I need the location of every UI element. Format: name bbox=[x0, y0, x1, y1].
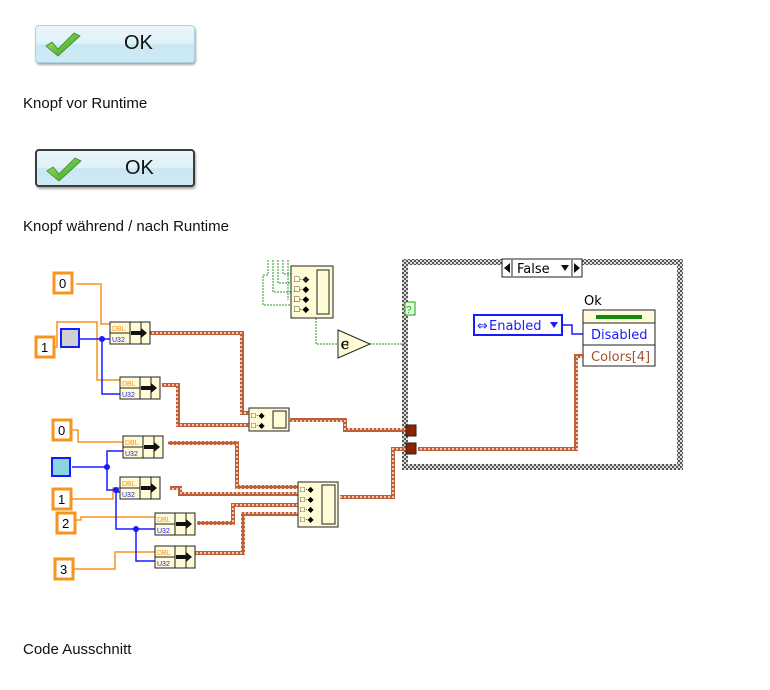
tunnel bbox=[405, 424, 417, 437]
property-node[interactable]: Ok Disabled Colors[4] bbox=[582, 294, 656, 367]
svg-text:3: 3 bbox=[60, 562, 67, 577]
case-selector-terminal: ? bbox=[404, 301, 416, 316]
to-color-conversion-node[interactable]: DBL U32 bbox=[122, 435, 164, 459]
svg-text:0: 0 bbox=[59, 276, 66, 291]
to-color-conversion-node[interactable]: DBL U32 bbox=[119, 376, 161, 400]
svg-text:□·◆: □·◆ bbox=[294, 274, 309, 284]
cluster-wires bbox=[150, 331, 584, 555]
svg-text:U32: U32 bbox=[125, 451, 138, 458]
svg-text:DBL: DBL bbox=[122, 481, 136, 488]
boolean-array-to-number-node[interactable]: Ⲉ bbox=[337, 329, 372, 359]
ok-label: OK bbox=[124, 32, 153, 54]
chevron-down-icon bbox=[561, 265, 569, 271]
svg-text:?: ? bbox=[406, 305, 412, 316]
increment-arrow-icon bbox=[574, 263, 580, 273]
svg-text:□·◆: □·◆ bbox=[300, 515, 314, 524]
svg-text:□·◆: □·◆ bbox=[251, 421, 265, 430]
svg-text:U32: U32 bbox=[122, 492, 135, 499]
svg-text:DBL: DBL bbox=[157, 517, 171, 524]
checkmark-icon bbox=[45, 32, 81, 57]
svg-text:DBL: DBL bbox=[122, 381, 136, 388]
svg-text:□·◆: □·◆ bbox=[300, 485, 314, 494]
svg-text:DBL: DBL bbox=[112, 326, 126, 333]
enum-constant[interactable]: ⇔ Enabled bbox=[473, 314, 563, 336]
svg-text:1: 1 bbox=[41, 340, 48, 355]
arrow-icon bbox=[131, 328, 147, 338]
numeric-constant[interactable]: 0 bbox=[52, 271, 74, 295]
svg-text:□·◆: □·◆ bbox=[251, 411, 265, 420]
to-color-conversion-node[interactable]: DBL U32 bbox=[154, 512, 196, 536]
to-color-conversion-node[interactable]: DBL U32 bbox=[109, 321, 151, 345]
decrement-arrow-icon bbox=[504, 263, 510, 273]
svg-text:Ⲉ: Ⲉ bbox=[341, 338, 349, 352]
bundle-node-4[interactable]: □·◆□·◆□·◆□·◆ bbox=[297, 481, 339, 528]
case-selector[interactable]: False bbox=[501, 258, 583, 278]
checkmark-icon bbox=[46, 157, 82, 182]
enum-wire bbox=[562, 324, 584, 335]
caption-during-runtime: Knopf während / nach Runtime bbox=[23, 218, 229, 235]
svg-text:U32: U32 bbox=[157, 561, 170, 568]
arrow-icon bbox=[144, 442, 160, 452]
boolean-wires bbox=[262, 260, 406, 345]
numeric-constant[interactable]: 1 bbox=[51, 487, 73, 511]
svg-text:U32: U32 bbox=[122, 392, 135, 399]
numeric-constant[interactable]: 1 bbox=[34, 335, 56, 359]
svg-text:Colors[4]: Colors[4] bbox=[591, 350, 650, 365]
svg-text:□·◆: □·◆ bbox=[294, 284, 309, 294]
svg-text:□·◆: □·◆ bbox=[294, 294, 309, 304]
svg-text:U32: U32 bbox=[157, 528, 170, 535]
svg-text:⇔: ⇔ bbox=[477, 319, 488, 334]
bundle-node-2[interactable]: □·◆□·◆ bbox=[248, 407, 290, 432]
arrow-icon bbox=[141, 483, 157, 493]
color-control-cyan[interactable] bbox=[51, 457, 71, 477]
svg-text:DBL: DBL bbox=[157, 550, 171, 557]
color-control-gray[interactable] bbox=[60, 328, 80, 348]
tunnel bbox=[405, 442, 417, 455]
caption-code-excerpt: Code Ausschnitt bbox=[23, 641, 132, 658]
arrow-icon bbox=[141, 383, 157, 393]
build-array-node-boolean[interactable]: □·◆□·◆□·◆□·◆ bbox=[290, 265, 334, 319]
svg-text:□·◆: □·◆ bbox=[294, 304, 309, 314]
svg-text:2: 2 bbox=[62, 516, 69, 531]
svg-text:DBL: DBL bbox=[125, 440, 139, 447]
to-color-conversion-node[interactable]: DBL U32 bbox=[119, 476, 161, 500]
ok-button-before-runtime[interactable]: OK bbox=[35, 25, 195, 63]
svg-text:Ok: Ok bbox=[584, 294, 602, 309]
svg-text:□·◆: □·◆ bbox=[300, 505, 314, 514]
svg-text:□·◆: □·◆ bbox=[300, 495, 314, 504]
ok-label: OK bbox=[125, 157, 154, 179]
svg-text:0: 0 bbox=[58, 423, 65, 438]
chevron-down-icon bbox=[550, 322, 558, 328]
svg-text:1: 1 bbox=[58, 492, 65, 507]
svg-text:Disabled: Disabled bbox=[591, 328, 647, 343]
arrow-icon bbox=[176, 552, 192, 562]
svg-text:Enabled: Enabled bbox=[489, 319, 542, 334]
arrow-icon bbox=[176, 519, 192, 529]
svg-text:U32: U32 bbox=[112, 337, 125, 344]
numeric-constant[interactable]: 2 bbox=[55, 511, 77, 535]
ok-button-during-runtime[interactable]: OK bbox=[35, 149, 195, 187]
numeric-constant[interactable]: 0 bbox=[51, 418, 73, 442]
case-selector-label: False bbox=[517, 262, 550, 277]
numeric-constant[interactable]: 3 bbox=[53, 557, 75, 581]
to-color-conversion-node[interactable]: DBL U32 bbox=[154, 545, 196, 569]
caption-before-runtime: Knopf vor Runtime bbox=[23, 95, 148, 112]
